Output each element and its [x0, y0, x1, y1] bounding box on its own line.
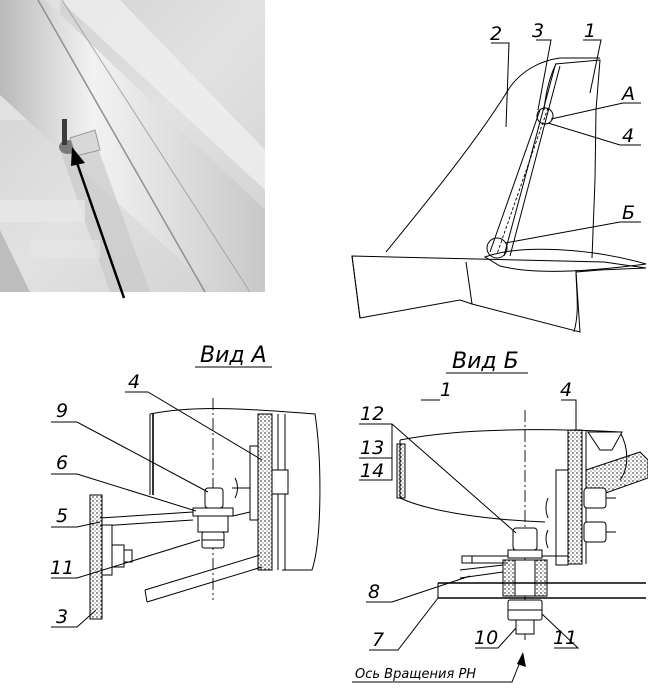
view-a-label-4: 4 [128, 371, 140, 393]
view-a-label-3: 3 [56, 606, 68, 628]
photo-fin-closeup [0, 0, 265, 299]
rudder-axis-caption: Ось Вращения РН [355, 667, 476, 682]
view-b: Вид Б [352, 349, 648, 683]
view-a: Вид А [50, 343, 321, 628]
view-a-label-5: 5 [56, 505, 68, 527]
fin-label-3: 3 [532, 20, 544, 42]
view-a-label-11: 11 [50, 557, 74, 579]
view-b-label-13: 13 [360, 437, 384, 459]
view-b-label-11: 11 [553, 627, 577, 649]
view-b-label-1: 1 [440, 379, 452, 401]
fin-label-1: 1 [584, 20, 596, 42]
view-b-label-8: 8 [368, 581, 380, 603]
view-a-label-9: 9 [56, 400, 68, 422]
view-b-title: Вид Б [452, 349, 519, 374]
fin-schematic: 2 3 1 A 4 Б [351, 20, 647, 333]
fin-label-4: 4 [622, 125, 634, 147]
view-a-title: Вид А [200, 343, 267, 368]
view-b-label-10: 10 [474, 627, 498, 649]
view-b-label-12: 12 [360, 403, 384, 425]
view-a-label-6: 6 [56, 452, 68, 474]
view-b-label-4: 4 [560, 379, 572, 401]
pointer-arrow [71, 147, 126, 299]
fin-label-B: Б [622, 202, 635, 224]
view-b-label-7: 7 [372, 629, 384, 651]
fin-label-A: A [620, 83, 635, 105]
fin-label-2: 2 [490, 23, 502, 45]
view-b-label-14: 14 [360, 460, 384, 482]
